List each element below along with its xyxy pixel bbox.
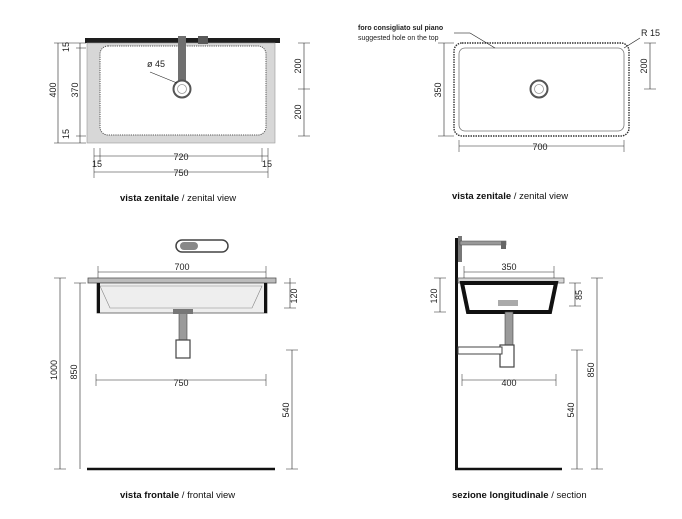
section-faucet-spout <box>459 240 507 246</box>
top-right-view <box>438 32 656 152</box>
dim-tl-400: 400 <box>48 82 58 97</box>
dim-fr-700: 700 <box>174 262 189 272</box>
drain-inner <box>534 84 544 94</box>
section-faucet-stem <box>458 236 462 262</box>
dim-tl-720: 720 <box>173 152 188 162</box>
note-hole-it: foro consigliato sul piano <box>358 25 443 32</box>
caption-section-it: sezione longitudinale <box>452 490 549 501</box>
dim-sc-540: 540 <box>566 402 576 417</box>
dim-tl-750: 750 <box>173 168 188 178</box>
caption-front-sep: / <box>179 490 188 501</box>
front-counter <box>87 277 277 284</box>
caption-section-sep: / <box>548 490 557 501</box>
section-wall <box>455 238 458 470</box>
dim-tr-radius: R 15 <box>641 28 660 38</box>
section-drain-pipe <box>504 311 514 349</box>
dim-sc-120: 120 <box>429 288 439 303</box>
dim-fr-750: 750 <box>173 378 188 388</box>
caption-top-left-sep: / <box>179 193 188 204</box>
note-hole-en: suggested hole on the top <box>358 35 439 42</box>
dim-fr-850: 850 <box>69 364 79 379</box>
caption-section-en: section <box>556 490 587 501</box>
dim-tr-350: 350 <box>433 82 443 97</box>
dim-tl-370: 370 <box>70 82 80 97</box>
caption-front: vista frontale / frontal view <box>120 490 235 501</box>
dim-tl-15-top: 15 <box>61 42 71 52</box>
dim-fr-1000: 1000 <box>49 360 59 380</box>
drain-hole-inner <box>177 84 187 94</box>
dim-tl-15-bot: 15 <box>61 129 71 139</box>
caption-top-right: vista zenitale / zenital view <box>452 191 568 202</box>
dim-tl-200-bot: 200 <box>293 104 303 119</box>
top-left-view <box>54 36 310 178</box>
caption-top-right-it: vista zenitale <box>452 191 512 202</box>
caption-top-right-en: zenital view <box>519 191 569 202</box>
caption-top-left-it: vista zenitale <box>120 193 180 204</box>
dim-sc-400: 400 <box>501 378 516 388</box>
dim-sc-350: 350 <box>501 262 516 272</box>
caption-front-en: frontal view <box>187 490 236 501</box>
dim-sc-85: 85 <box>574 290 584 300</box>
caption-front-it: vista frontale <box>120 490 180 501</box>
front-drain-pipe <box>178 312 188 344</box>
dim-tl-hole: ø 45 <box>147 59 165 69</box>
section-view <box>434 236 603 471</box>
front-basin <box>96 282 268 314</box>
front-trap <box>175 339 191 359</box>
faucet-base <box>198 36 208 44</box>
faucet-body <box>178 36 186 82</box>
dim-tr-700: 700 <box>532 142 547 152</box>
front-view <box>54 239 298 471</box>
dim-tl-15-left: 15 <box>92 159 102 169</box>
dim-sc-850: 850 <box>586 362 596 377</box>
dim-tr-200: 200 <box>639 58 649 73</box>
caption-section: sezione longitudinale / section <box>452 490 587 501</box>
dim-fr-540: 540 <box>281 402 291 417</box>
section-trap <box>499 344 515 368</box>
caption-top-right-sep: / <box>511 191 520 202</box>
caption-top-left-en: zenital view <box>187 193 237 204</box>
caption-top-left: vista zenitale / zenital view <box>120 193 236 204</box>
dim-tl-200-top: 200 <box>293 58 303 73</box>
dim-tl-15-right: 15 <box>262 159 272 169</box>
dim-fr-120: 120 <box>289 288 299 303</box>
